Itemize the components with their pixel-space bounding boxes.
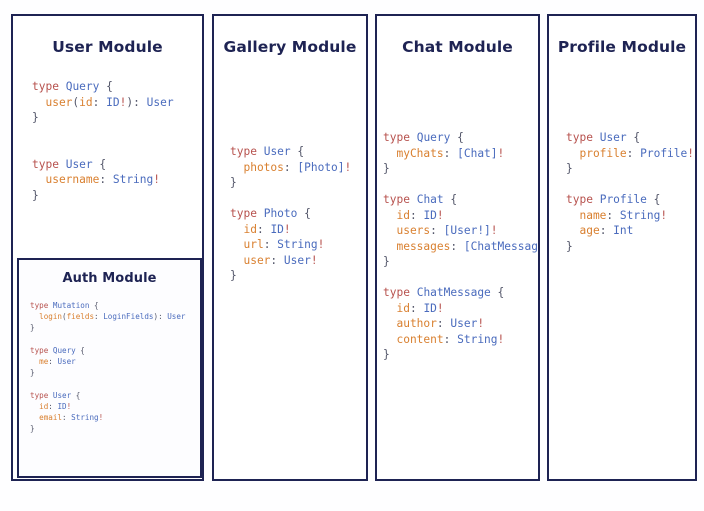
code-line: profile: Profile! <box>566 146 695 160</box>
code-line: type User { <box>230 145 305 158</box>
code-line: user: User! <box>230 253 318 267</box>
code-line: id: ID! <box>383 301 444 315</box>
code-line: users: [User!]! <box>383 224 498 237</box>
code-line: name: String! <box>566 208 668 222</box>
code-line: } <box>230 176 237 189</box>
panel-auth-module[interactable]: Auth Module type Mutation { login(fields… <box>17 258 202 478</box>
code-line: } <box>383 162 390 175</box>
panel-gallery-module[interactable]: Gallery Module type User { photos: [Phot… <box>212 14 368 481</box>
code-line: type User { <box>30 390 81 400</box>
panel-chat-module[interactable]: Chat Module type Query { myChats: [Chat]… <box>375 14 540 481</box>
code-block-profile: type User { profile: Profile!} type Profi… <box>566 130 695 254</box>
panel-title-auth: Auth Module <box>62 271 157 286</box>
code-line: type Chat { <box>383 193 458 206</box>
code-line: id: ID! <box>383 208 444 222</box>
code-line: } <box>30 424 35 434</box>
code-line: email: String! <box>30 413 104 422</box>
code-line: } <box>383 348 390 361</box>
code-line: type Query { <box>30 345 85 355</box>
panel-title-gallery: Gallery Module <box>223 38 357 56</box>
code-line: content: String! <box>383 332 505 346</box>
code-line: url: String! <box>230 238 325 251</box>
code-line: age: Int <box>566 224 634 237</box>
code-line: } <box>32 188 39 202</box>
code-line: id: ID! <box>230 222 291 236</box>
code-line: type Profile { <box>566 193 661 206</box>
code-line: } <box>32 111 39 124</box>
code-line: user(id: ID!): User <box>32 95 174 109</box>
code-line: author: User! <box>383 317 485 330</box>
code-line: myChats: [Chat]! <box>383 146 505 160</box>
code-line: login(fields: LoginFields): User <box>30 312 186 322</box>
panel-profile-module[interactable]: Profile Module type User { profile: Prof… <box>547 14 697 481</box>
panel-title-profile: Profile Module <box>557 38 687 56</box>
code-line: } <box>566 239 573 253</box>
code-line: type Photo { <box>230 207 311 220</box>
code-line: messages: [ChatMessage]! <box>383 239 538 253</box>
code-block-chat: type Query { myChats: [Chat]!} type Chat … <box>379 130 538 363</box>
code-line: username: String! <box>32 173 161 186</box>
code-line: me: User <box>30 357 76 366</box>
code-line: } <box>30 323 35 333</box>
code-block-user: type Query { user(id: ID!): User} type Us… <box>32 79 202 203</box>
code-line: type Query { <box>383 131 464 144</box>
code-block-gallery: type User { photos: [Photo]!} type Photo … <box>230 144 366 284</box>
code-line: type Mutation { <box>30 301 99 310</box>
code-line: } <box>230 269 237 282</box>
panel-user-module[interactable]: User Module type Query { user(id: ID!): … <box>11 14 204 481</box>
code-line: id: ID! <box>30 401 72 411</box>
panel-title-user: User Module <box>52 38 163 56</box>
code-line: photos: [Photo]! <box>230 160 352 174</box>
code-line: type User { <box>566 131 641 144</box>
code-line: } <box>566 162 573 175</box>
code-line: type User { <box>32 157 107 171</box>
panel-title-chat: Chat Module <box>402 38 513 56</box>
code-block-auth: type Mutation { login(fields: LoginField… <box>30 300 200 434</box>
code-line: } <box>30 368 35 378</box>
code-line: type Query { <box>32 80 113 93</box>
code-line: type ChatMessage { <box>383 286 505 299</box>
code-line: } <box>383 255 390 268</box>
